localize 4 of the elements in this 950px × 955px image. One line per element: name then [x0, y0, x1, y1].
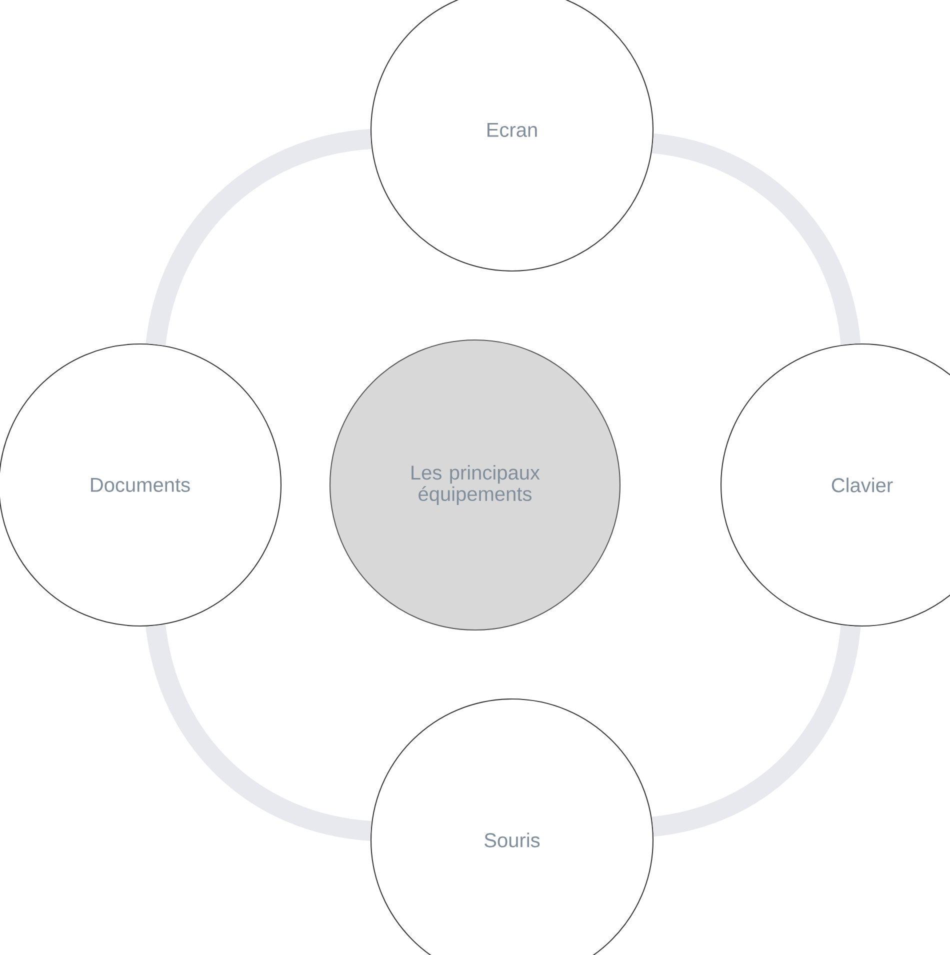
ring-arc: [651, 624, 861, 837]
ring-arc: [146, 624, 372, 841]
ring-arc: [651, 133, 861, 346]
ring-arc: [146, 129, 372, 346]
